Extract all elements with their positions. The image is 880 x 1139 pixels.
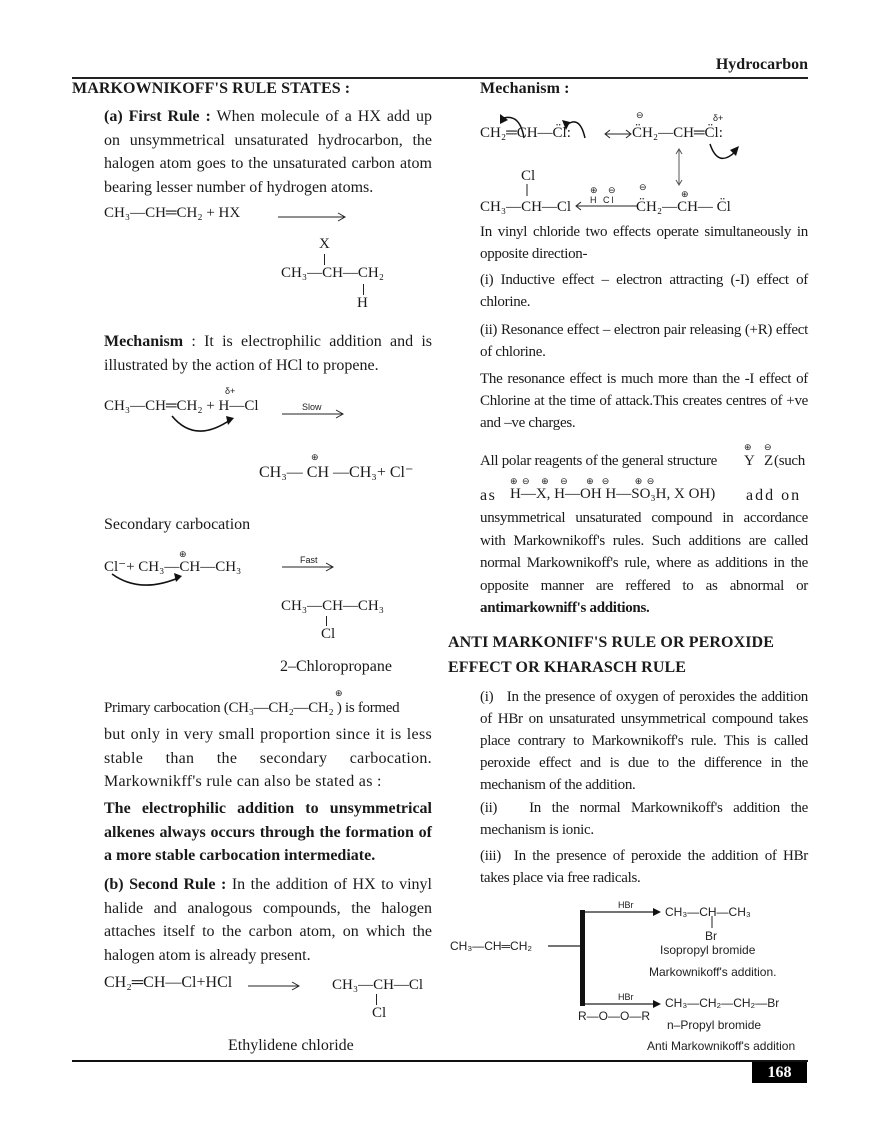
reaction-arrow-icon: [282, 409, 345, 419]
carbocation-product: CH₃— CH —CH₃+ Cl⁻: [259, 464, 414, 481]
electron-shift-arrow-icon: [171, 415, 234, 432]
first-rule-label: (a) First Rule :: [104, 108, 211, 125]
first-rule-product: CH₃—CH—CH₂: [281, 265, 384, 281]
mechanism-step1-reactants: CH₃—CH═CH₂ + H—Cl: [104, 398, 259, 414]
reaction-arrow-icon: [278, 212, 347, 222]
yz-structure: Y Z: [744, 453, 777, 469]
anti-markownikoff-addition-label: Anti Markownikoff's addition: [647, 1039, 796, 1053]
header-rule: [72, 77, 808, 79]
resonance-form-3: C̈H₂—CH— C̈l: [636, 199, 731, 215]
anti-markownikoff-heading-1: ANTI MARKONIFF'S RULE OR PEROXIDE: [448, 634, 774, 651]
right-mechanism-heading: Mechanism :: [480, 80, 570, 97]
isopropyl-bromide-name: Isopropyl bromide: [660, 943, 756, 957]
secondary-carbocation-label: Secondary carbocation: [104, 516, 251, 533]
antimarkowniff-bold: antimarkowniff's additions.: [480, 600, 650, 616]
polar-lead: All polar reagents of the general struct…: [480, 453, 717, 469]
first-rule-paragraph: (a) First Rule : When molecule of a HX a…: [104, 105, 432, 199]
hbr-addition-scheme: [548, 908, 713, 1008]
point-ii-label: (ii): [480, 800, 498, 816]
isopropyl-structure: CH₃—CH—CH₃: [665, 905, 751, 919]
anti-markownikoff-heading-2: EFFECT OR KHARASCH RULE: [448, 659, 687, 676]
reagent-charges: ⊕ ⊖: [590, 185, 620, 195]
inductive-effect-paragraph: (i) Inductive effect – electron attracti…: [480, 272, 808, 310]
second-rule-label: (b) Second Rule :: [104, 876, 227, 893]
polar-add-on: add on: [746, 487, 802, 504]
chloropropane-structure: CH₃—CH—CH₃: [281, 598, 384, 614]
polar-paragraph: unsymmetrical unsaturated compound in ac…: [480, 507, 808, 620]
propene-structure: CH₃—CH═CH₂: [450, 939, 533, 953]
n-propyl-bromide-name: n–Propyl bromide: [667, 1018, 762, 1032]
chloropropane-name: 2–Chloropropane: [280, 658, 392, 675]
bond-line: [376, 994, 377, 1005]
bond-line: [326, 616, 327, 626]
delta-plus-label: δ+: [225, 386, 236, 396]
polar-examples: H—X, H—OH H—SO₃H, X OH): [510, 486, 716, 502]
resonance-form-2: C̈H₂—CH═C̈l:: [632, 125, 723, 141]
chapter-title: Hydrocarbon: [715, 56, 808, 73]
peroxide-label: R—O—O—R: [578, 1009, 650, 1023]
resonance-comparison-paragraph: The resonance effect is much more than t…: [480, 371, 808, 431]
markownikoff-heading: MARKOWNIKOFF'S RULE STATES :: [72, 80, 351, 97]
first-rule-reactants: CH₃—CH═CH₂ + HX: [104, 205, 241, 221]
hbr-top-label: HBr: [618, 900, 634, 910]
point-i-text: In the presence of oxygen of peroxides t…: [480, 689, 809, 793]
point-iii: (iii) In the presence of peroxide the ad…: [480, 845, 808, 889]
positive-charge-icon: ⊕: [335, 688, 343, 698]
reaction-arrow-icon: [282, 562, 335, 572]
positive-charge-icon: ⊕: [179, 549, 187, 559]
point-iii-label: (iii): [480, 848, 501, 864]
slow-label: Slow: [302, 402, 322, 412]
electron-shift-arrow-icon: [111, 573, 182, 586]
point-i: (i) In the presence of oxygen of peroxid…: [480, 686, 808, 796]
bromine-substituent: Br: [705, 929, 717, 943]
second-rule-paragraph: (b) Second Rule : In the addition of HX …: [104, 873, 432, 967]
resonance-effect-paragraph: (ii) Resonance effect – electron pair re…: [480, 322, 808, 360]
chlorine-substituent: Cl: [321, 626, 336, 642]
reaction-arrow-icon: [248, 981, 301, 991]
n-propyl-structure: CH₃—CH₂—CH₂—Br: [665, 996, 780, 1010]
positive-charge-icon: ⊕: [681, 189, 689, 199]
ethylidene-name: Ethylidene chloride: [228, 1037, 354, 1054]
vinyl-intro-paragraph: In vinyl chloride two effects operate si…: [480, 224, 808, 262]
negative-charge-icon: ⊖: [636, 110, 644, 120]
vinyl-chloride-resonance-diagram: [500, 114, 739, 211]
product-x-substituent: X: [319, 236, 330, 252]
bond-line: [324, 254, 325, 265]
polar-such: (such: [774, 453, 805, 469]
product-cl-substituent: Cl: [521, 168, 536, 184]
markownikoff-bold-statement: The electrophilic addition to unsymmetri…: [104, 800, 432, 864]
yz-charges: ⊕ ⊖: [744, 442, 777, 452]
markownikoff-addition-label: Markownikoff's addition.: [649, 965, 777, 979]
example-charges: ⊕ ⊖ ⊕ ⊖ ⊕ ⊖ ⊕ ⊖: [510, 476, 656, 486]
delta-plus-label: δ+: [713, 113, 724, 123]
point-ii-text: In the normal Markownikoff's addition th…: [480, 800, 808, 838]
resonance-final-product: CH₃—CH—Cl: [480, 199, 572, 215]
resonance-form-1: CH₂═CH—C̈l:: [480, 125, 571, 141]
second-rule-reactants: CH₂═CH—Cl+HCl: [104, 974, 233, 991]
mechanism-step2-reactants: Cl⁻+ CH₃—CH—CH₃: [104, 559, 242, 575]
chlorine-substituent: Cl: [372, 1005, 387, 1021]
primary-carbocation-lead: Primary carbocation (CH₃—CH₂—CH₂ ) is fo…: [104, 700, 400, 716]
polar-as: as: [480, 487, 497, 504]
hbr-bottom-label: HBr: [618, 992, 634, 1002]
bond-line: [363, 284, 364, 295]
footer-rule: [72, 1060, 808, 1062]
ethylidene-structure: CH₃—CH—Cl: [332, 977, 424, 993]
point-i-label: (i): [480, 689, 494, 705]
fast-label: Fast: [300, 555, 318, 565]
point-ii: (ii) In the normal Markownikoff's additi…: [480, 797, 808, 841]
negative-charge-icon: ⊖: [639, 182, 647, 192]
second-rule-text: In the addition of HX to vinyl halide an…: [104, 876, 433, 964]
point-iii-text: In the presence of peroxide the addition…: [480, 848, 808, 886]
polar-rest-text: unsymmetrical unsaturated compound in ac…: [480, 510, 808, 594]
mechanism-text: : It is electrophilic addition and is il…: [104, 333, 432, 374]
mechanism-label: Mechanism: [104, 333, 184, 350]
hcl-reagent-label: H Cl: [590, 195, 616, 205]
mechanism-paragraph: Mechanism : It is electrophilic addition…: [104, 330, 432, 377]
page-number: 168: [752, 1062, 807, 1083]
product-h-substituent: H: [357, 295, 368, 311]
positive-charge-icon: ⊕: [311, 452, 319, 462]
first-rule-text: When molecule of a HX add up on unsymmet…: [104, 108, 432, 196]
primary-carbocation-text: but only in very small proportion since …: [104, 726, 432, 790]
